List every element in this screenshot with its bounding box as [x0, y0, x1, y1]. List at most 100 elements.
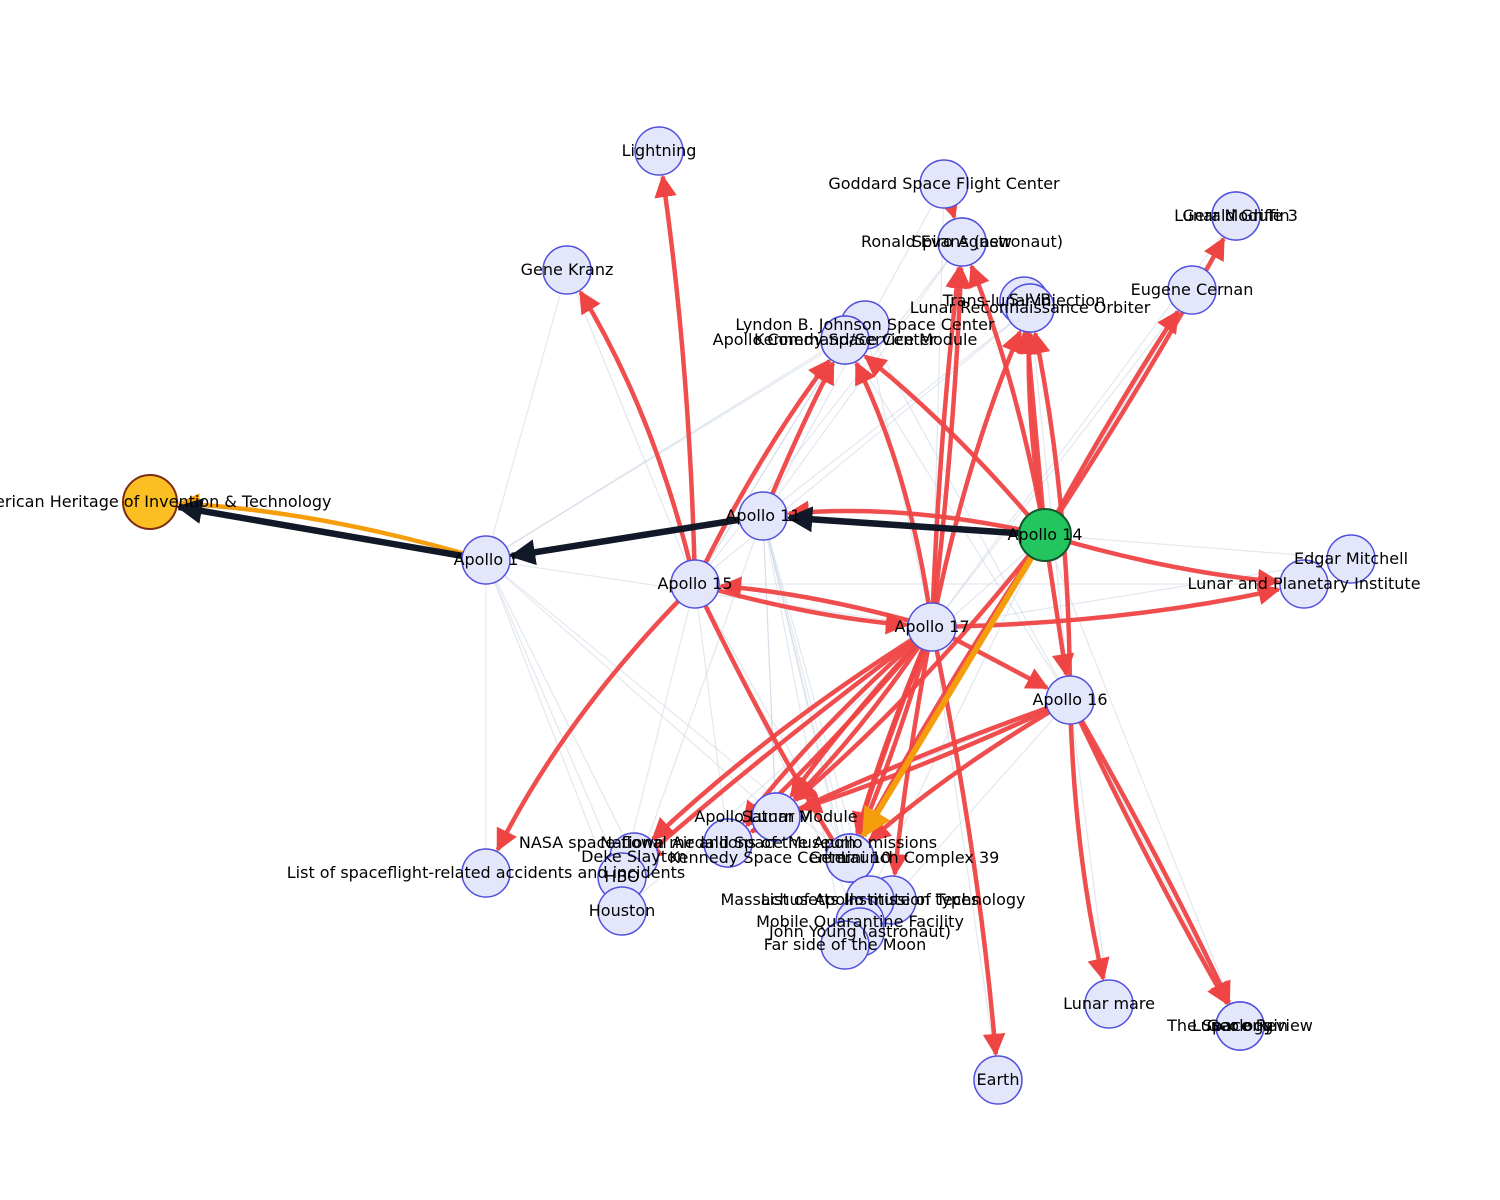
node-label-kennedysc: Kennedy Space Center: [754, 330, 936, 349]
highlighted-edge-apollo17-slayton: [651, 625, 934, 841]
node-label-apollo11: Apollo 11: [725, 506, 800, 525]
node-label-sivb: S-IVB: [1009, 290, 1052, 309]
node-label-lro: Lunar Reconnaissance Orbiter: [910, 298, 1151, 317]
highlighted-edge-apollo17-lpi: [931, 582, 1281, 630]
highlighted-edge-apollo17-hbo: [639, 625, 934, 862]
node-label-apollo17: Apollo 17: [894, 617, 969, 636]
highlighted-edge-apollo16-geology: [1068, 698, 1231, 1005]
highlighted-edge-apollo17-earth: [929, 626, 1006, 1057]
edge-earth-apollo17: [931, 626, 999, 1081]
node-lmodule3[interactable]: [1211, 191, 1261, 241]
node-lightning[interactable]: [634, 126, 684, 176]
node-kennedysc[interactable]: [820, 315, 870, 365]
edge-apollo16-mit: [891, 699, 1071, 901]
highlighted-edge-apollo17-lro: [929, 329, 1023, 628]
edge-lro-apollo15: [694, 307, 1031, 585]
node-label-earth: Earth: [977, 1070, 1020, 1089]
node-label-lunarmare: Lunar mare: [1063, 994, 1155, 1013]
path-edges: [176, 493, 1048, 839]
node-label-farside: Far side of the Moon: [764, 935, 926, 954]
highlighted-edge-apollo16-apollolm: [798, 697, 1071, 814]
highlighted-edge-apollo17-agnew: [929, 265, 968, 628]
node-label-csm: Apollo Command/Service Module: [713, 330, 978, 349]
node-label-mit: Massachusetts Institute of Technology: [721, 890, 1026, 909]
edge-apollo1-slayton: [485, 559, 635, 858]
node-medals[interactable]: [703, 818, 753, 868]
node-label-tli: Trans-lunar injection: [942, 291, 1106, 310]
edge-apollo1-gkranz: [485, 269, 568, 561]
edge-apollo1-apollolm: [485, 559, 777, 818]
node-label-geology: Geology: [1207, 1016, 1273, 1035]
node-label-houston: Houston: [589, 901, 656, 920]
edge-apollo1-hbo: [485, 559, 623, 878]
highlighted-edge-apollo14-csm: [863, 354, 1047, 537]
node-lc39[interactable]: [825, 833, 875, 883]
highlighted-edge-apollo16-spacereview: [1067, 699, 1230, 1006]
highlighted-edge-apollo17-apollo15: [718, 576, 933, 630]
node-label-apollolm: Apollo Lunar Module: [694, 807, 857, 826]
node-label-apollo1: Apollo 1: [454, 550, 519, 569]
node-apollo14[interactable]: [1018, 508, 1072, 562]
node-earth[interactable]: [973, 1055, 1023, 1105]
edge-apollo11-ksc2: [762, 515, 851, 859]
highlighted-edge-apollo17-evans: [929, 265, 972, 628]
node-label-griffin: Gerald Griffin: [1182, 206, 1289, 225]
path-edge-apollo11-apollo1: [509, 512, 764, 566]
highlighted-edge-apollo15-gkranz: [578, 290, 698, 585]
node-label-mitchell: Edgar Mitchell: [1294, 549, 1408, 568]
edge-apollo14-houston: [621, 534, 1046, 912]
node-gkranz[interactable]: [542, 245, 592, 295]
node-label-apollotypes: List of Apollo mission types: [761, 890, 979, 909]
edge-apollo14-mitchell: [1044, 534, 1352, 560]
highlighted-edge-apollo15-accidents: [495, 582, 697, 852]
edge-apollo15-lc39: [694, 583, 851, 859]
node-label-hbo: HBO: [604, 867, 639, 886]
edge-apollo11-saturnv: [762, 515, 777, 818]
node-apollo11[interactable]: [738, 491, 788, 541]
node-label-jsc: Lyndon B. Johnson Space Center: [735, 315, 995, 334]
nodes: [122, 126, 1376, 1105]
node-label-slayton: Deke Slayton: [581, 847, 687, 866]
node-label-lmodule3: Lunar Module 3: [1174, 206, 1298, 225]
node-apollo17[interactable]: [907, 602, 957, 652]
edge-apollo16-sivb: [1029, 307, 1071, 701]
node-goddard[interactable]: [919, 159, 969, 209]
node-apollo1[interactable]: [461, 535, 511, 585]
node-label-cernan: Eugene Cernan: [1131, 280, 1254, 299]
edge-apollo16-jsc: [864, 324, 1071, 701]
node-apollo15[interactable]: [670, 559, 720, 609]
node-agnew[interactable]: [937, 217, 987, 267]
node-lro[interactable]: [1005, 283, 1055, 333]
node-heritage[interactable]: [122, 474, 178, 530]
node-label-heritage: American Heritage of Invention & Technol…: [0, 492, 332, 511]
node-label-accidents: List of spaceflight-related accidents an…: [287, 863, 686, 882]
node-geology[interactable]: [1215, 1001, 1265, 1051]
node-apollo16[interactable]: [1045, 675, 1095, 725]
highlighted-edge-apollo16-lro: [1028, 331, 1073, 701]
highlighted-edge-apollo16-lunarmare: [1067, 699, 1110, 981]
node-cernan[interactable]: [1167, 265, 1217, 315]
edge-apollo14-geology: [1044, 534, 1241, 1027]
highlighted-edge-apollo15-kennedysc: [692, 358, 832, 585]
node-farside[interactable]: [820, 920, 870, 970]
node-label-medals: NASA space-flown medallions of the Apoll…: [519, 833, 937, 852]
node-label-evans: Ronald Evans (astronaut): [861, 232, 1063, 251]
node-lpi[interactable]: [1279, 559, 1329, 609]
highlighted-edge-apollo14-lpi: [1044, 532, 1281, 592]
node-houston[interactable]: [597, 886, 647, 936]
orange-edge-apollo14-lc39: [860, 533, 1048, 839]
node-lunarmare[interactable]: [1084, 979, 1134, 1029]
node-label-gemini: Gemini 10: [809, 848, 891, 867]
node-mitchell[interactable]: [1326, 534, 1376, 584]
node-saturnv[interactable]: [751, 792, 801, 842]
edge-apollo11-farside: [762, 515, 846, 946]
node-accidents[interactable]: [461, 848, 511, 898]
edge-apollo1-csm: [485, 339, 846, 561]
orange-edge-apollo1-heritage: [176, 493, 487, 563]
node-label-apollo16: Apollo 16: [1032, 690, 1107, 709]
node-label-spacereview: The Space Review: [1166, 1016, 1313, 1035]
node-label-jyoung: John Young (astronaut): [768, 922, 951, 941]
highlighted-edge-apollo17-csm: [854, 361, 935, 628]
